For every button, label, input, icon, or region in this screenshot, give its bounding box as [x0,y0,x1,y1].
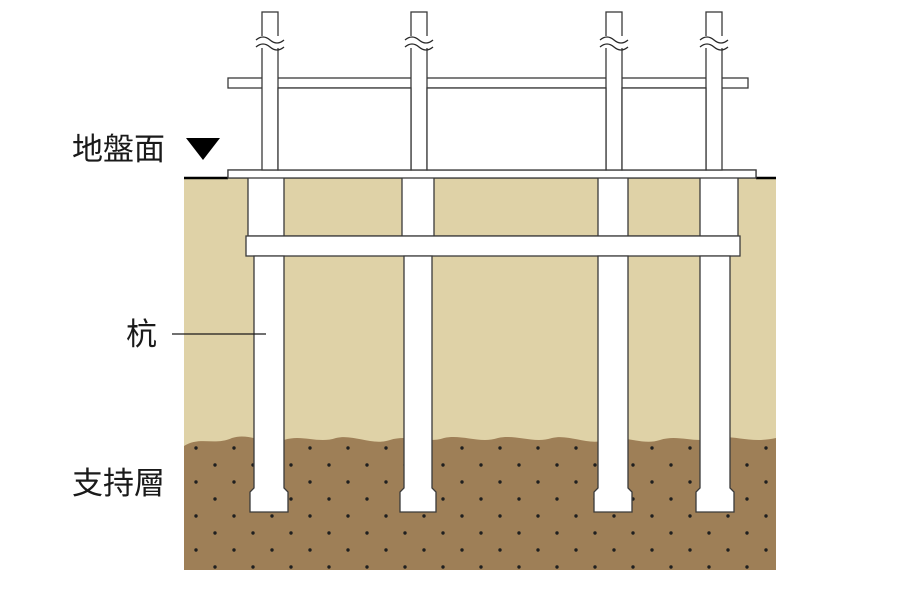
column-4 [705,11,723,171]
footing-beam [245,235,741,257]
piles [249,255,735,513]
upper-beam [227,77,749,89]
soil-gap-3 [627,177,701,237]
superstructure [227,11,757,179]
pile-4 [695,255,735,513]
ground-marker-icon [186,138,220,160]
bearing-layer-label: 支持層 [72,466,165,502]
soil-gap-1 [283,177,403,237]
pile-1 [249,255,289,513]
pile-2 [399,255,437,513]
soil-gap-2 [433,177,599,237]
foundation [227,169,757,237]
wall-panel-3 [621,87,707,171]
column-3 [605,11,623,171]
column-break-icon [404,36,434,51]
wall-panel-1 [277,87,412,171]
column-break-icon [255,36,285,51]
column-break-marks [255,36,729,51]
lower-beam [227,169,757,179]
pile-3 [593,255,633,513]
column-break-icon [699,36,729,51]
column-1 [261,11,279,171]
column-break-icon [599,36,629,51]
wall-panel-2 [426,87,607,171]
ground-surface-label: 地盤面 [72,132,165,168]
column-2 [410,11,428,171]
pile-label: 杭 [126,317,157,353]
